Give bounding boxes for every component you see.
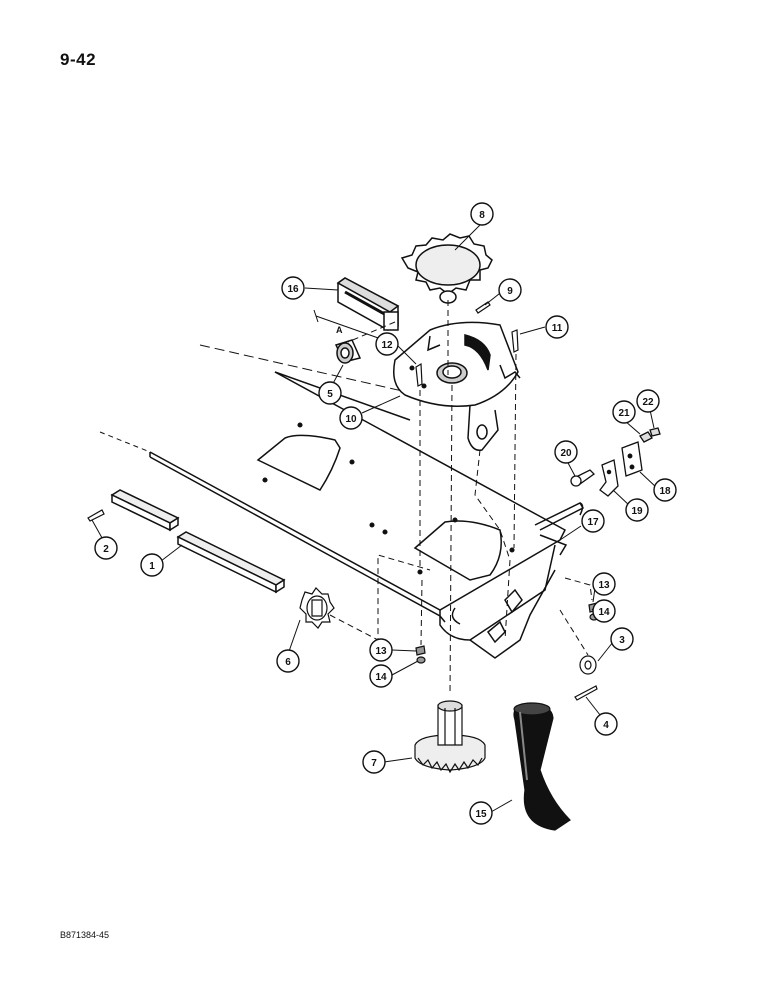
callout-label: 13	[375, 646, 387, 657]
hardware	[415, 301, 599, 701]
assembly-guide-lines	[329, 300, 593, 696]
spout-chute	[513, 702, 571, 831]
callout-label: 7	[371, 758, 377, 769]
sprocket	[400, 233, 493, 304]
support-plate	[393, 321, 521, 451]
callout-label: 19	[631, 506, 643, 517]
callout-3: 3	[610, 627, 634, 651]
callout-label: 18	[659, 486, 671, 497]
callout-label: 22	[642, 397, 654, 408]
callout-20: 20	[554, 440, 578, 464]
callout-4: 4	[594, 712, 618, 736]
callout-5: 5	[318, 381, 342, 405]
callout-label: 20	[560, 448, 572, 459]
callout-label: 10	[345, 414, 357, 425]
bushing	[334, 339, 362, 364]
callout-label: 12	[381, 340, 393, 351]
square-bars	[110, 489, 286, 594]
callout-18: 18	[653, 478, 677, 502]
callout-8: 8	[470, 202, 494, 226]
callout-7: 7	[362, 750, 386, 774]
callout-label: 8	[479, 210, 485, 221]
callout-label: 14	[375, 672, 387, 683]
callout-9: 9	[498, 278, 522, 302]
callout-12: 12	[375, 332, 399, 356]
callout-13-right: 13	[592, 572, 616, 596]
page-number: 9-42	[60, 50, 97, 69]
callout-16: 16	[281, 276, 305, 300]
callout-label: 15	[475, 809, 487, 820]
callout-label: 2	[103, 544, 109, 555]
callout-14-left: 14	[369, 664, 393, 688]
main-plate	[99, 344, 585, 659]
callout-11: 11	[545, 315, 569, 339]
callout-label: 14	[598, 607, 610, 618]
callout-label: 6	[285, 657, 291, 668]
pin	[87, 509, 105, 522]
callout-1: 1	[140, 553, 164, 577]
callout-label: 9	[507, 286, 513, 297]
dimension-label: A	[336, 325, 343, 335]
bearing-block	[336, 277, 400, 331]
callout-10: 10	[339, 406, 363, 430]
callout-label: 4	[603, 720, 609, 731]
callout-label: 17	[587, 517, 599, 528]
callout-label: 21	[618, 408, 630, 419]
callout-14-right: 14	[592, 599, 616, 623]
callout-label: 1	[149, 561, 155, 572]
latch-assembly	[570, 427, 661, 497]
callout-label: 11	[552, 323, 563, 334]
callout-17: 17	[581, 509, 605, 533]
callout-label: 5	[327, 389, 333, 400]
bevel-gear	[414, 700, 486, 774]
callout-2: 2	[94, 536, 118, 560]
callout-13-left: 13	[369, 638, 393, 662]
callout-label: 13	[598, 580, 610, 591]
callout-19: 19	[625, 498, 649, 522]
callout-15: 15	[469, 801, 493, 825]
small-sprocket	[299, 587, 335, 629]
callout-label: 16	[287, 284, 299, 295]
figure-code: B871384-45	[60, 930, 110, 940]
leader-lines	[91, 224, 658, 813]
callout-21: 21	[612, 400, 636, 424]
callout-6: 6	[276, 649, 300, 673]
callout-22: 22	[636, 389, 660, 413]
callout-label: 3	[619, 635, 625, 646]
